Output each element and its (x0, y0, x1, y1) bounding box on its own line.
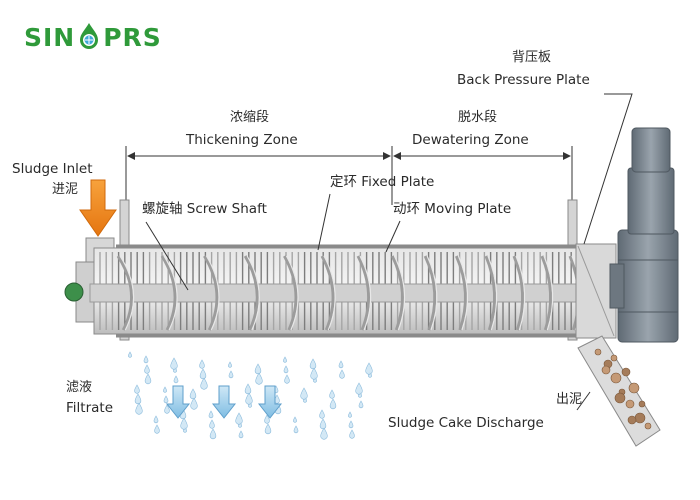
dewatering-zone-dimension (393, 146, 573, 205)
screw-shaft-label: 螺旋轴 Screw Shaft (142, 201, 267, 217)
sludge-cake-label-en: Sludge Cake Discharge (388, 415, 544, 431)
sludge-cake-label-zh: 出泥 (556, 392, 583, 407)
gear-motor (609, 127, 679, 343)
thickening-zone-dimension (125, 146, 393, 205)
filtrate-label-en: Filtrate (66, 400, 113, 416)
thickening-zone-label-en: Thickening Zone (186, 132, 298, 148)
sludge-inlet-label-en: Sludge Inlet (12, 161, 93, 177)
sinoprs-logo: SIN PRS (24, 22, 162, 50)
sludge-cake-chute (577, 335, 661, 447)
thickening-zone-label-zh: 浓缩段 (230, 110, 270, 125)
moving-plate-label: 动环 Moving Plate (393, 201, 512, 217)
logo-text-left: SIN (24, 23, 76, 52)
dewatering-zone-label-en: Dewatering Zone (412, 132, 529, 148)
back-pressure-label-en: Back Pressure Plate (457, 72, 590, 88)
filtrate-label-zh: 滤液 (66, 380, 93, 395)
filtrate-arrows (165, 385, 283, 419)
back-pressure-label-zh: 背压板 (512, 50, 552, 65)
sludge-inlet-arrow (79, 179, 117, 237)
fixed-plate-label: 定环 Fixed Plate (330, 174, 435, 190)
water-drop-globe-icon (80, 23, 99, 49)
leader-lines (145, 93, 633, 411)
filtrate-droplets (128, 351, 373, 440)
sludge-inlet-label-zh: 进泥 (52, 182, 79, 197)
dewatering-zone-label-zh: 脱水段 (458, 110, 498, 125)
logo-text-right: PRS (103, 23, 162, 52)
left-bearing (64, 282, 84, 302)
